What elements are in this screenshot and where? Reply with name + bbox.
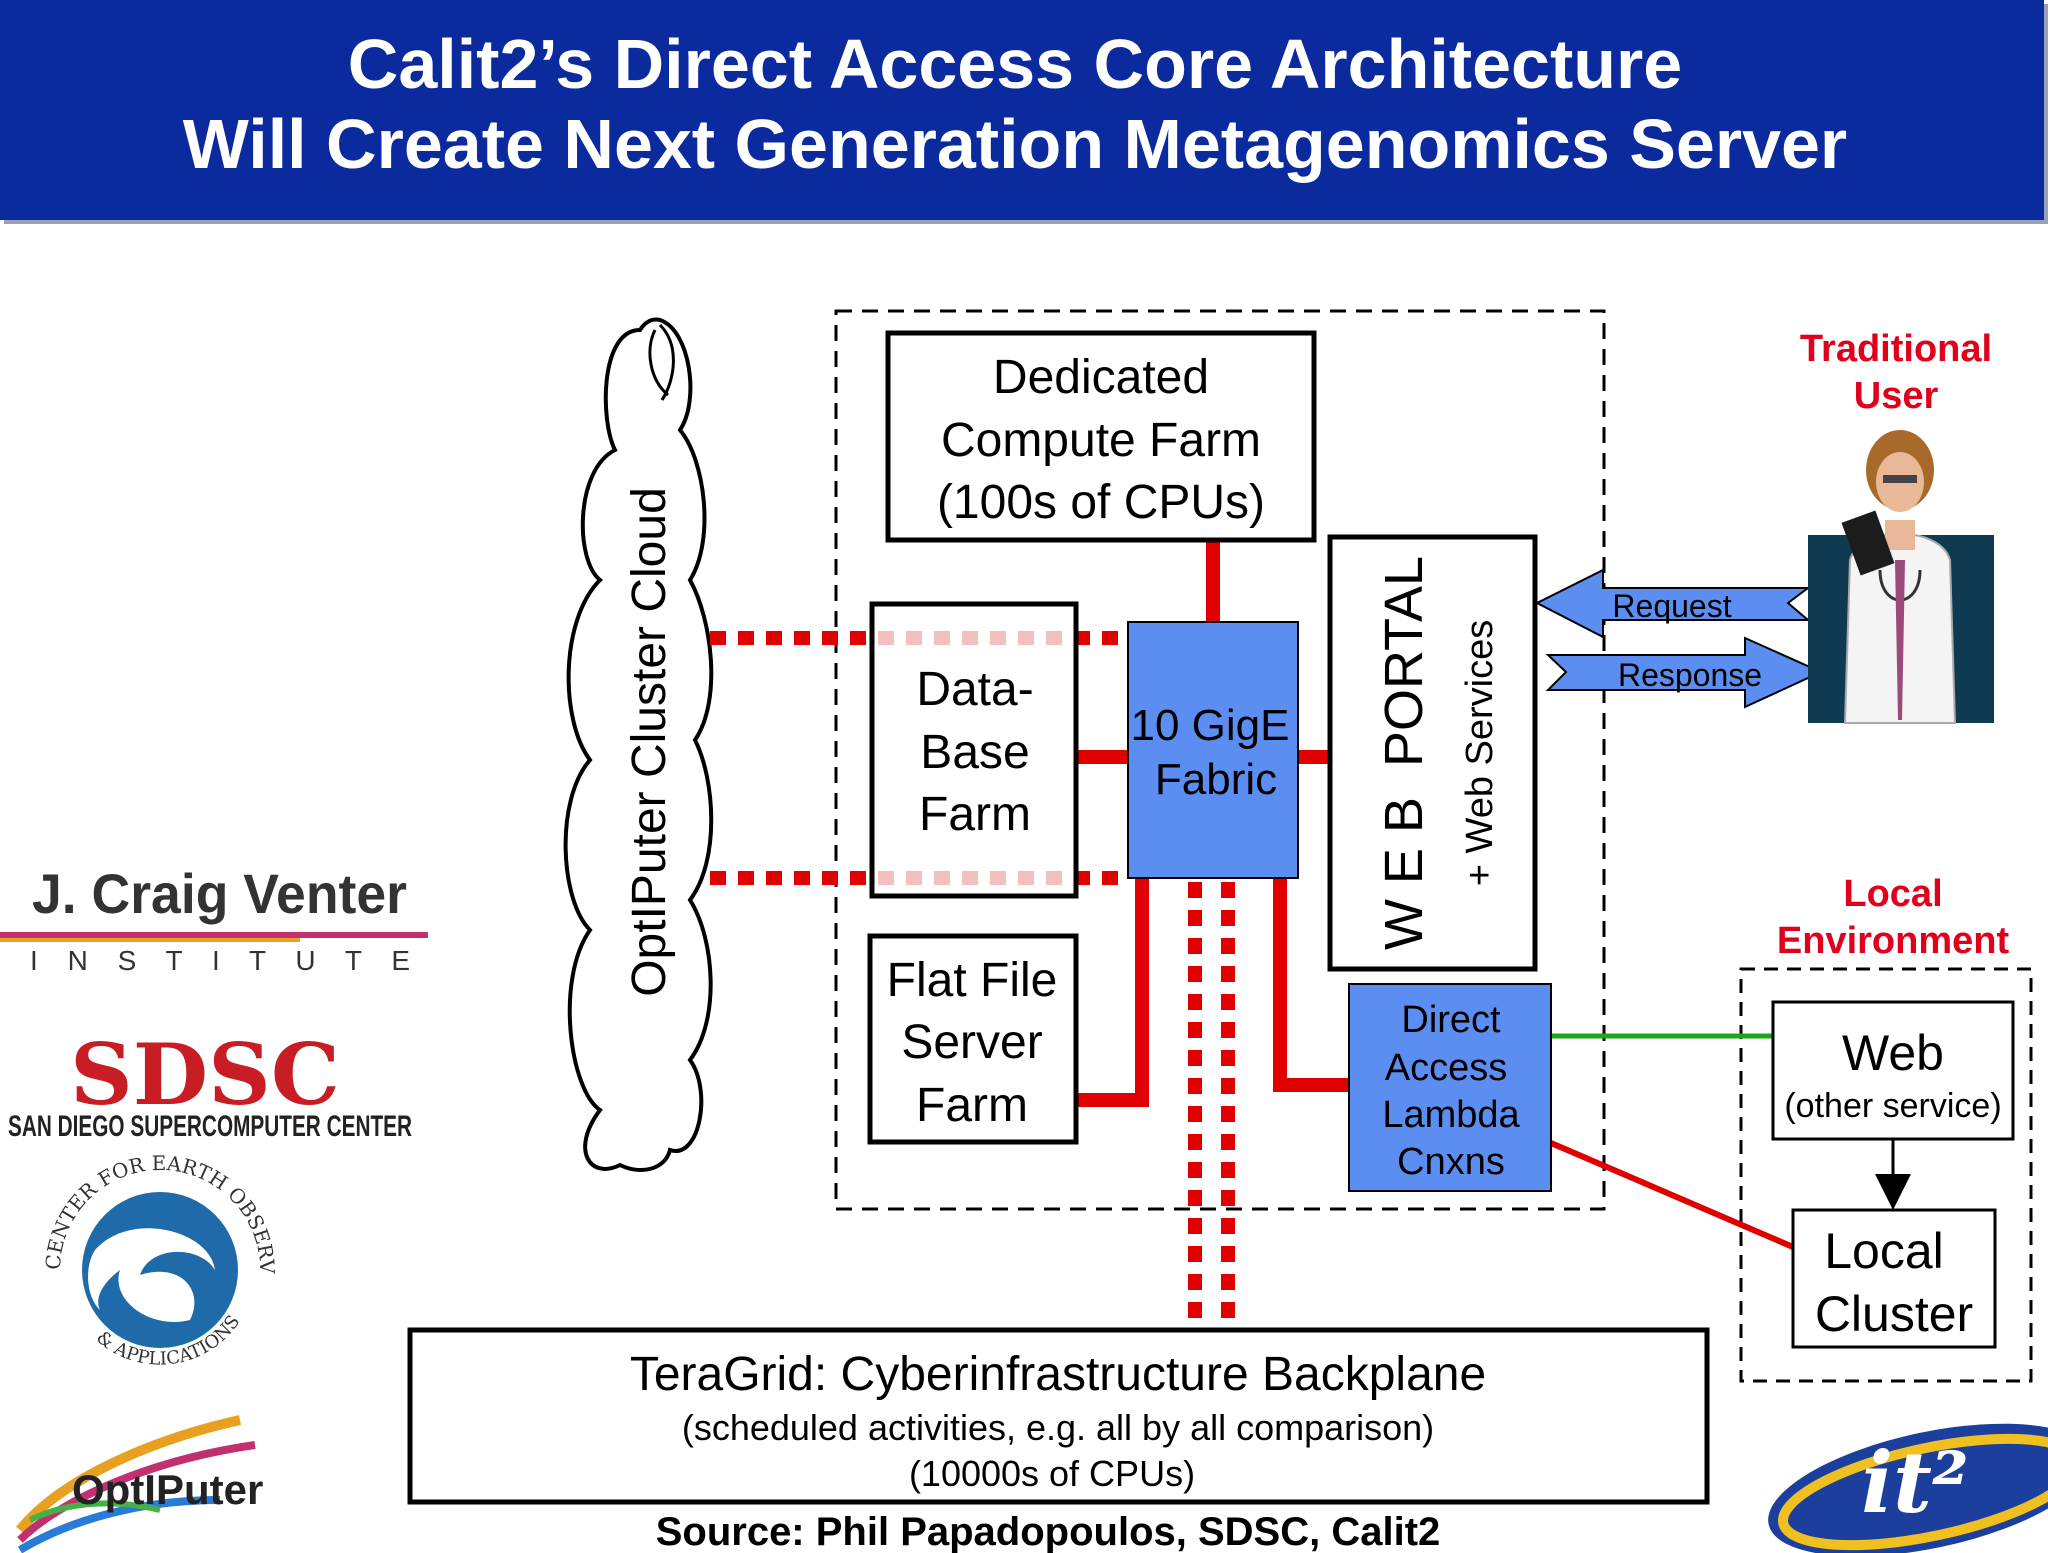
jcvi-logo: J. Craig Venter I N S T I T U T E [0, 862, 428, 976]
red-links [1075, 540, 1795, 1250]
sdsc-logo: SDSC SAN DIEGO SUPERCOMPUTER CENTER [8, 1025, 412, 1143]
source-credit: Source: Phil Papadopoulos, SDSC, Calit2 [656, 1510, 1441, 1553]
optiputer-logo-text: OptIPuter [72, 1466, 263, 1513]
local-cluster-box [1791, 1208, 1997, 1349]
local-env-line-2: Environment [1777, 920, 2010, 962]
local-cluster-line-2: Cluster [1815, 1286, 1973, 1342]
jcvi-name: J. Craig Venter [32, 862, 407, 925]
flat-file-line-3: Farm [916, 1079, 1028, 1132]
compute-farm-line-1: Dedicated [993, 351, 1209, 404]
teragrid-line-2: (scheduled activities, e.g. all by all c… [682, 1407, 1434, 1448]
direct-access-line-4: Cnxns [1397, 1141, 1505, 1183]
teragrid-line-3: (10000s of CPUs) [909, 1453, 1195, 1494]
database-farm-line-1: Data- [916, 663, 1033, 716]
local-cluster-line-1: Local [1824, 1223, 1944, 1279]
web-portal-sublabel: + Web Services [1459, 620, 1501, 886]
local-env-line-1: Local [1843, 873, 1942, 915]
compute-farm-line-3: (100s of CPUs) [937, 476, 1265, 529]
direct-access-line-1: Direct [1401, 999, 1501, 1041]
ceoa-seal: CENTER FOR EARTH OBSERVATIONS & APPLICAT… [0, 0, 279, 1370]
fabric-line-1: 10 GigE [1131, 701, 1290, 750]
title-bar: Calit2’s Direct Access Core Architecture… [0, 0, 2044, 220]
fabric-box [1127, 621, 1299, 879]
flat-file-line-1: Flat File [887, 954, 1058, 1007]
faded-dotted-links [878, 631, 1074, 885]
title-line-2: Will Create Next Generation Metagenomics… [182, 105, 1848, 183]
sdsc-mark: SDSC [70, 1025, 340, 1124]
traditional-user-line-2: User [1854, 375, 1939, 417]
flat-file-box [867, 933, 1079, 1145]
local-web-label: Web [1842, 1025, 1944, 1081]
response-arrow [1545, 636, 1824, 709]
it2-logo: it² [1768, 1423, 2048, 1553]
flat-file-line-2: Server [901, 1016, 1042, 1069]
traditional-user-line-1: Traditional [1800, 328, 1992, 370]
request-label: Request [1612, 588, 1731, 624]
teragrid-box [407, 1327, 1710, 1505]
local-web-box [1771, 1000, 2015, 1141]
request-arrow [1534, 568, 1811, 639]
response-label: Response [1618, 657, 1762, 693]
web-portal-label: W E B PORTAL [1374, 556, 1434, 950]
optiputer-cloud [563, 317, 714, 1172]
compute-farm-line-2: Compute Farm [941, 414, 1261, 467]
database-farm-box [869, 601, 1079, 899]
direct-access-line-2: Access [1385, 1047, 1507, 1089]
direct-access-line-3: Lambda [1382, 1094, 1520, 1136]
local-env-boundary [1739, 967, 2033, 1383]
database-farm-line-2: Base [920, 726, 1029, 779]
it2-logo-text: it² [1861, 1433, 1969, 1532]
optiputer-logo: OptIPuter [16, 1415, 263, 1553]
compute-farm-box [885, 330, 1317, 543]
jcvi-sub: I N S T I T U T E [30, 945, 410, 976]
local-web-sublabel: (other service) [1784, 1087, 2001, 1125]
sdsc-sub: SAN DIEGO SUPERCOMPUTER CENTER [8, 1110, 412, 1143]
fabric-line-2: Fabric [1155, 755, 1277, 804]
teragrid-title: TeraGrid: Cyberinfrastructure Backplane [630, 1348, 1486, 1401]
direct-access-box [1348, 983, 1552, 1192]
web-portal-box [1327, 534, 1538, 972]
doctor-illustration [1808, 430, 1994, 724]
cloud-label: OptIPuter Cluster Cloud [623, 487, 676, 997]
database-farm-line-3: Farm [919, 788, 1031, 841]
title-line-1: Calit2’s Direct Access Core Architecture [347, 25, 1683, 103]
